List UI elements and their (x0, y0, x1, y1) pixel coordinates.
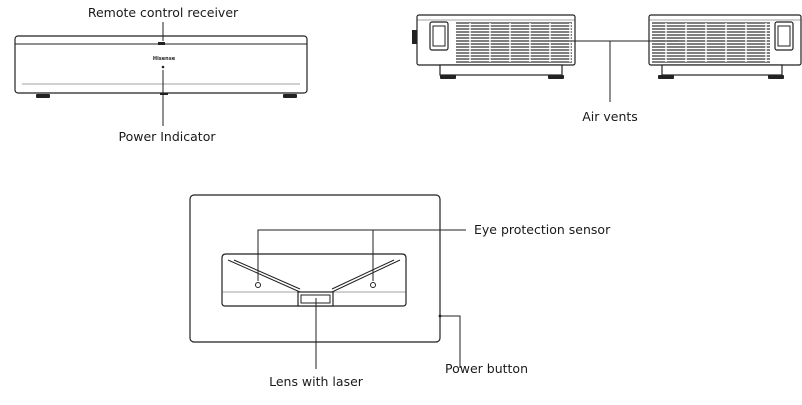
left-side-view-projector (412, 14, 576, 79)
eye-protection-sensor-right (370, 282, 376, 288)
power-indicator-light (161, 65, 165, 69)
label-air-vents: Air vents (582, 109, 638, 124)
eye-protection-sensor-left (255, 282, 261, 288)
remote-receiver-window (158, 42, 165, 45)
label-eye-protection-sensor: Eye protection sensor (474, 222, 611, 237)
label-lens-with-laser: Lens with laser (269, 374, 364, 389)
label-power-indicator: Power Indicator (118, 129, 216, 144)
left-air-vent-grille (456, 22, 572, 63)
front-view-projector: Hisense (14, 22, 308, 126)
top-view-projector (189, 194, 466, 369)
right-air-vent-grille (652, 22, 770, 63)
brand-logo: Hisense (153, 56, 176, 62)
label-remote-control-receiver: Remote control receiver (88, 5, 239, 20)
right-side-view-projector (648, 14, 802, 79)
label-power-button: Power button (445, 361, 528, 376)
